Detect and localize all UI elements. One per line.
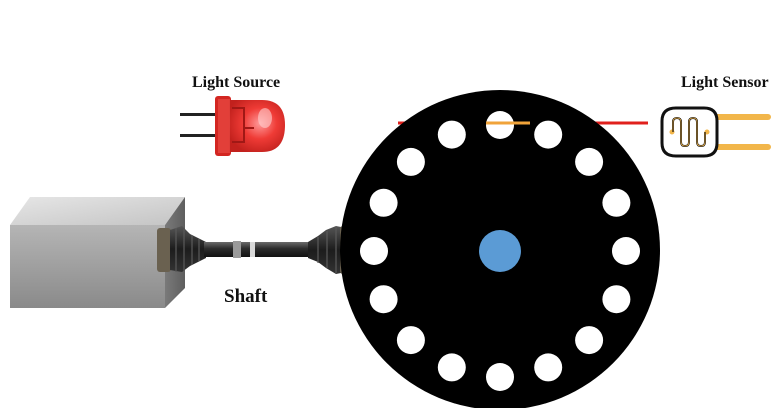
encoder-slot bbox=[612, 237, 640, 265]
encoder-slot bbox=[575, 147, 604, 176]
light-source-label: Light Source bbox=[192, 74, 281, 91]
encoder-slot bbox=[534, 353, 563, 382]
encoder-slot bbox=[486, 111, 514, 139]
encoder-slot bbox=[534, 120, 563, 149]
drive-shaft bbox=[157, 226, 352, 274]
encoder-slot bbox=[396, 326, 425, 355]
disk-hub bbox=[479, 230, 521, 272]
encoder-slot bbox=[369, 285, 398, 314]
motor-box bbox=[10, 197, 185, 308]
photoresistor-icon bbox=[660, 106, 771, 158]
encoder-slot bbox=[575, 326, 604, 355]
led-icon bbox=[180, 96, 285, 156]
encoder-slot bbox=[602, 285, 631, 314]
shaft-label: Shaft bbox=[224, 286, 268, 307]
encoder-slot bbox=[396, 147, 425, 176]
encoder-slot bbox=[437, 120, 466, 149]
light-sensor-label: Light Sensor bbox=[681, 74, 769, 91]
encoder-slot bbox=[437, 353, 466, 382]
encoder-slot bbox=[602, 188, 631, 217]
encoder-slots bbox=[360, 111, 640, 391]
encoder-slot bbox=[360, 237, 388, 265]
encoder-slot bbox=[369, 188, 398, 217]
encoder-slot bbox=[486, 363, 514, 391]
